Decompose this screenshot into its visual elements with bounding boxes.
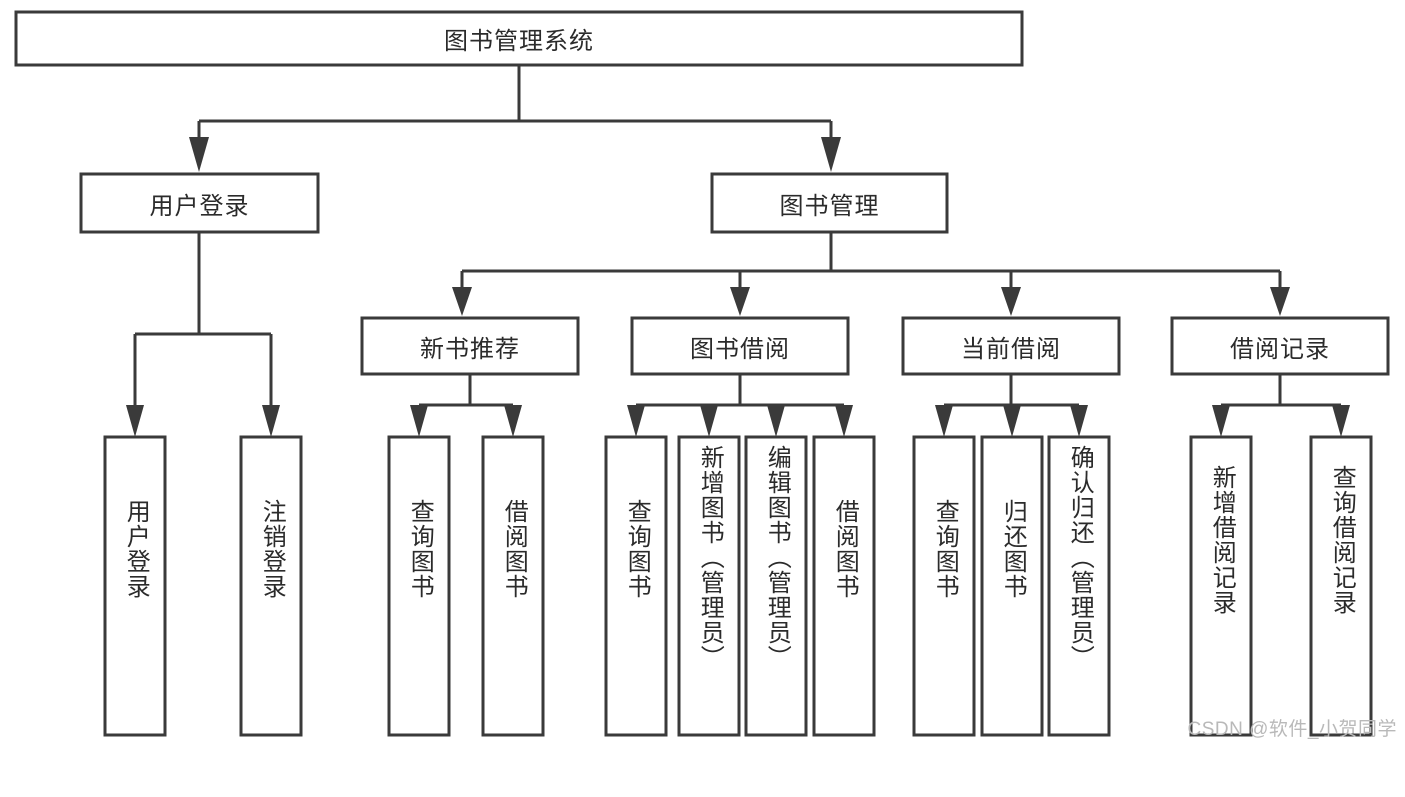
node-box-leaf-query-book-3[interactable]: [912, 435, 976, 737]
arrow-head-leaf-user-login: [126, 405, 144, 437]
arrow-head-leaf-query-book-2: [627, 405, 645, 437]
arrow-head-user-login: [189, 137, 209, 172]
node-box-leaf-add-book[interactable]: [677, 435, 741, 737]
node-box-leaf-query-book-2[interactable]: [604, 435, 668, 737]
node-box-leaf-edit-book[interactable]: [744, 435, 808, 737]
arrow-head-leaf-confirm-return: [1070, 405, 1088, 437]
node-box-new-book-recommend[interactable]: [360, 316, 580, 376]
arrow-head-book-manage: [821, 137, 841, 172]
node-box-user-login[interactable]: [79, 172, 320, 234]
node-box-leaf-add-record[interactable]: [1189, 435, 1253, 737]
arrow-head-borrow-record: [1270, 287, 1290, 316]
node-box-book-manage[interactable]: [710, 172, 949, 234]
node-box-leaf-logout-login[interactable]: [239, 435, 303, 737]
arrow-head-leaf-return-book: [1003, 405, 1021, 437]
arrow-head-leaf-add-book: [700, 405, 718, 437]
arrow-head-leaf-query-record: [1332, 405, 1350, 437]
connector-group-book-borrow: [627, 374, 853, 437]
node-box-leaf-query-book-1[interactable]: [387, 435, 451, 737]
node-box-leaf-return-book[interactable]: [980, 435, 1044, 737]
node-box-borrow-record[interactable]: [1170, 316, 1390, 376]
node-box-leaf-user-login[interactable]: [103, 435, 167, 737]
node-box-root[interactable]: [14, 10, 1024, 67]
hierarchy-diagram-svg: [14, 10, 1390, 737]
connector-group-root: [189, 65, 841, 172]
arrow-head-leaf-logout-login: [262, 405, 280, 437]
arrow-head-leaf-borrow-book-1: [504, 405, 522, 437]
connector-group-current-borrow: [935, 374, 1088, 437]
connector-group-new-book-recommend: [410, 374, 522, 437]
connector-group-borrow-record: [1212, 374, 1350, 437]
connector-group-book-manage: [452, 232, 1290, 316]
arrow-head-leaf-query-book-1: [410, 405, 428, 437]
arrow-head-current-borrow: [1001, 287, 1021, 316]
node-box-leaf-confirm-return[interactable]: [1047, 435, 1111, 737]
node-box-book-borrow[interactable]: [630, 316, 850, 376]
arrow-head-book-borrow: [730, 287, 750, 316]
arrow-head-leaf-edit-book: [767, 405, 785, 437]
arrow-head-new-book-recommend: [452, 287, 472, 316]
node-box-leaf-borrow-book-2[interactable]: [812, 435, 876, 737]
arrow-head-leaf-query-book-3: [935, 405, 953, 437]
node-box-leaf-borrow-book-1[interactable]: [481, 435, 545, 737]
node-box-leaf-query-record[interactable]: [1309, 435, 1373, 737]
arrow-head-leaf-borrow-book-2: [835, 405, 853, 437]
arrow-head-leaf-add-record: [1212, 405, 1230, 437]
node-box-current-borrow[interactable]: [901, 316, 1121, 376]
diagram-canvas-root: 图书管理系统 用户登录 图书管理 新书推荐 图书借阅 当前借阅 借阅记录 用户登…: [14, 10, 1397, 740]
connector-group-user-login: [126, 232, 280, 437]
